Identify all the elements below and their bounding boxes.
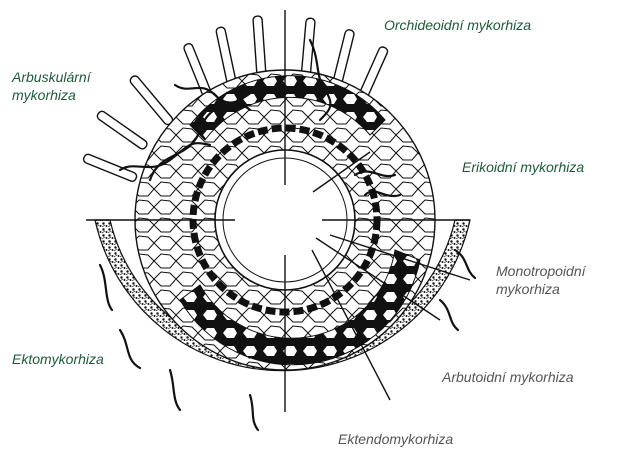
label-monotropoidni: Monotropoidní mykorhiza bbox=[496, 262, 622, 298]
label-arbutoidni: Arbutoidní mykorhiza bbox=[442, 368, 574, 386]
label-orchideoid: Orchideoidní mykorhiza bbox=[384, 16, 531, 34]
label-ektomykorhiza: Ektomykorhiza bbox=[12, 350, 104, 368]
label-erikoidni: Erikoidní mykorhiza bbox=[462, 158, 584, 176]
label-arbuskularni: Arbuskulární mykorhiza bbox=[12, 68, 142, 104]
label-ektendomykorhiza: Ektendomykorhiza bbox=[338, 430, 453, 448]
